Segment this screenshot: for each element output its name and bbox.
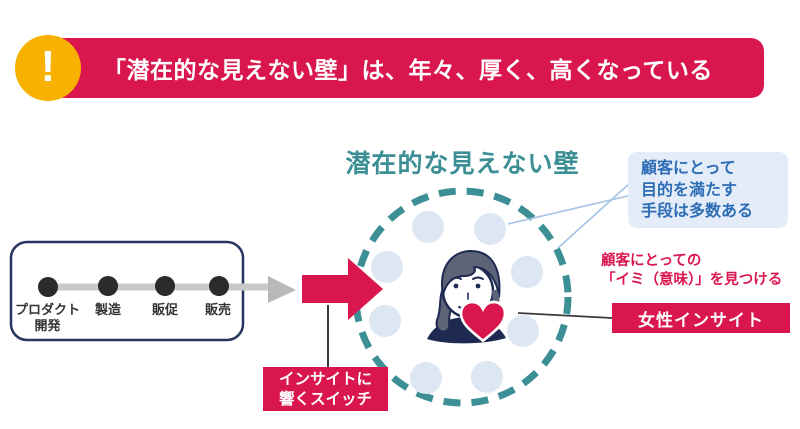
red-arrow-icon	[302, 258, 383, 320]
callout-connector-line	[557, 182, 631, 249]
process-step-label-sales: 販売	[204, 302, 231, 317]
process-box	[9, 240, 245, 342]
woman-avatar-icon	[427, 250, 507, 344]
switch-label-line: インサイトに	[278, 371, 372, 388]
process-step-label-product-dev: プロダクト開発	[14, 302, 80, 333]
imi-note-line: 顧客にとっての	[601, 253, 702, 269]
means-callout: 顧客にとって 目的を満たす 手段は多数ある	[628, 152, 788, 228]
imi-note-line: 「イミ（意味）」を見つける	[601, 272, 783, 288]
circle-title: 潜在的な見えない壁	[345, 150, 580, 178]
banner-title: 「潜在的な見えない壁」は、年々、厚く、高くなっている	[103, 57, 713, 83]
process-dot	[98, 276, 118, 296]
exclamation-icon: !	[15, 35, 81, 101]
process-dot	[155, 276, 175, 296]
process-step-label-promotion: 販促	[151, 302, 178, 317]
switch-label-line: 響くスイッチ	[278, 391, 372, 408]
imi-note: 顧客にとっての 「イミ（意味）」を見つける	[601, 252, 782, 290]
insight-label: 女性インサイト	[638, 310, 764, 330]
means-callout-line: 顧客にとって	[641, 160, 736, 177]
wall-dots	[369, 211, 543, 394]
switch-label-box: インサイトに 響くスイッチ	[263, 367, 388, 411]
means-callout-line: 手段は多数ある	[641, 203, 754, 220]
insight-connector-line	[517, 312, 613, 319]
gray-arrow-icon	[268, 276, 296, 303]
process-dot	[209, 276, 229, 296]
header-banner: 「潜在的な見えない壁」は、年々、厚く、高くなっている	[38, 38, 764, 98]
process-dot	[38, 277, 58, 297]
process-step-label-manufacturing: 製造	[94, 302, 121, 317]
insight-label-box: 女性インサイト	[612, 303, 790, 333]
heart-icon	[459, 300, 507, 343]
exclamation-glyph: !	[40, 42, 56, 91]
means-callout-line: 目的を満たす	[641, 181, 738, 199]
callout-connector-line	[507, 191, 646, 225]
